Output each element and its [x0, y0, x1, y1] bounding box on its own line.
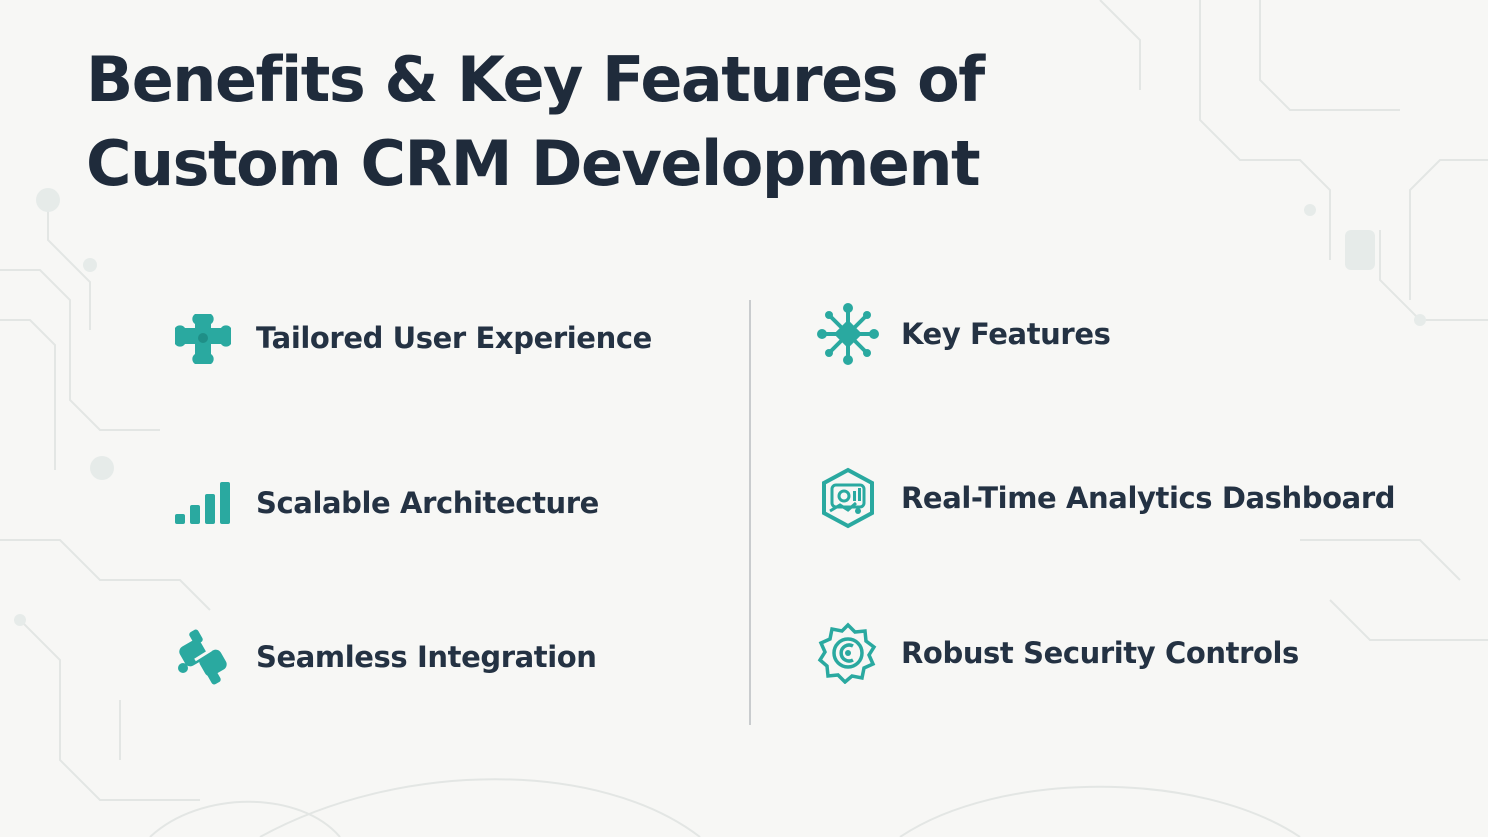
feature-label: Tailored User Experience — [256, 321, 652, 355]
feature-label: Real-Time Analytics Dashboard — [901, 481, 1396, 515]
security-gear-icon — [817, 622, 879, 684]
network-nodes-icon — [817, 303, 879, 365]
analytics-badge-icon — [817, 467, 879, 529]
puzzle-piece-icon — [172, 307, 234, 369]
feature-label: Seamless Integration — [256, 640, 597, 674]
feature-item-robust-security-controls: Robust Security Controls — [817, 618, 1299, 688]
column-divider — [749, 300, 751, 725]
page-title-line-2: Custom CRM Development — [86, 127, 981, 200]
feature-label: Robust Security Controls — [901, 636, 1299, 670]
feature-item-seamless-integration: Seamless Integration — [172, 622, 597, 692]
feature-item-tailored-user-experience: Tailored User Experience — [172, 303, 652, 373]
page-title: Benefits & Key Features of Custom CRM De… — [86, 38, 1186, 206]
feature-item-key-features: Key Features — [817, 299, 1111, 369]
page-title-line-1: Benefits & Key Features of — [86, 43, 985, 116]
feature-item-scalable-architecture: Scalable Architecture — [172, 468, 599, 538]
plug-icon — [172, 626, 234, 688]
signal-bars-icon — [172, 472, 234, 534]
feature-item-real-time-analytics-dashboard: Real-Time Analytics Dashboard — [817, 463, 1396, 533]
feature-label: Scalable Architecture — [256, 486, 599, 520]
feature-label: Key Features — [901, 317, 1111, 351]
